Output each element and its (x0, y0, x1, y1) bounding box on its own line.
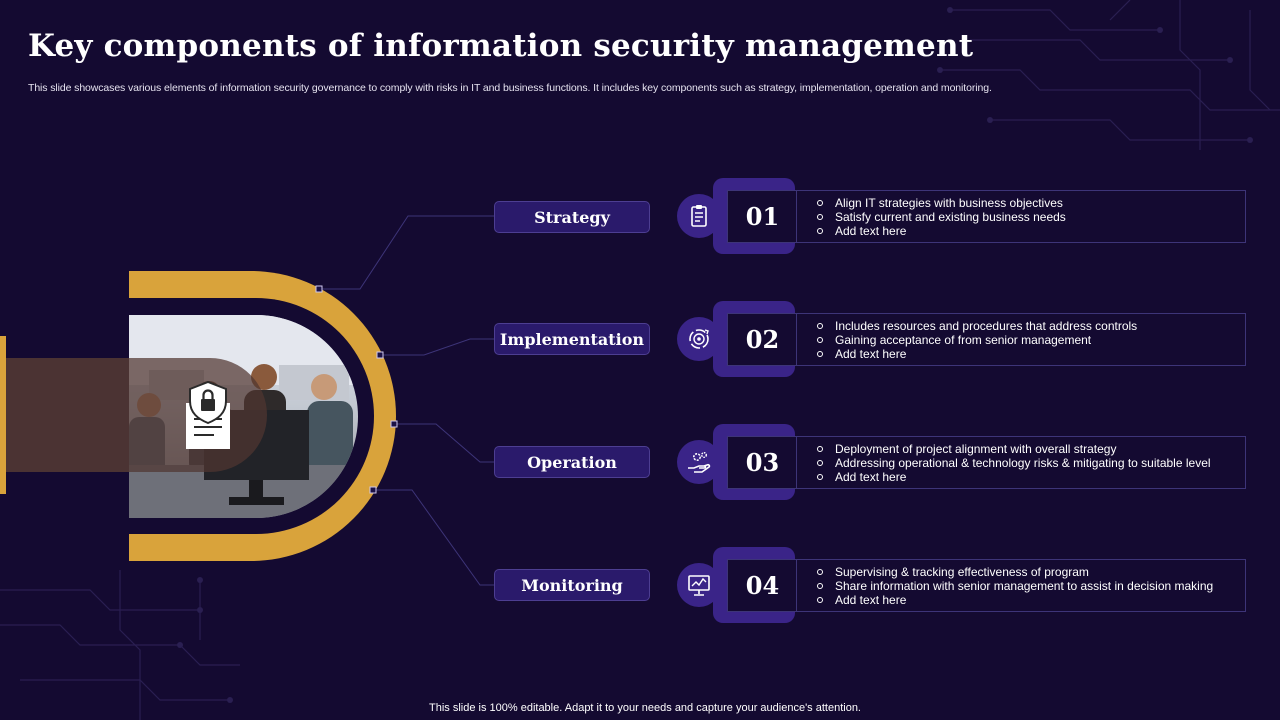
clipboard-icon (691, 205, 707, 227)
list-item: Add text here (815, 593, 1245, 607)
number-implementation: 02 (727, 313, 797, 366)
left-accent-band (6, 358, 130, 472)
number-monitoring: 04 (727, 559, 797, 612)
list-item: Add text here (815, 470, 1245, 484)
icon-circle-strategy (677, 194, 721, 238)
list-item: Align IT strategies with business object… (815, 196, 1245, 210)
icon-circle-implementation (677, 317, 721, 361)
number-operation: 03 (727, 436, 797, 489)
connector-implementation (380, 338, 494, 356)
connector-node-strategy (315, 285, 323, 293)
list-item: Supervising & tracking effectiveness of … (815, 565, 1245, 579)
list-item: Satisfy current and existing business ne… (815, 210, 1245, 224)
list-item: Deployment of project alignment with ove… (815, 442, 1245, 456)
list-item: Addressing operational & technology risk… (815, 456, 1245, 470)
footer-note: This slide is 100% editable. Adapt it to… (429, 702, 861, 714)
connector-node-monitoring (369, 486, 377, 494)
list-item: Add text here (815, 224, 1245, 238)
connector-strategy (319, 215, 494, 290)
icon-circle-monitoring (677, 563, 721, 607)
description-operation: Deployment of project alignment with ove… (796, 436, 1246, 489)
label-implementation: Implementation (494, 323, 650, 355)
description-implementation: Includes resources and procedures that a… (796, 313, 1246, 366)
page-subtitle: This slide showcases various elements of… (28, 82, 992, 94)
left-accent-bar (0, 336, 6, 494)
label-strategy: Strategy (494, 201, 650, 233)
label-monitoring: Monitoring (494, 569, 650, 601)
connector-node-operation (390, 420, 398, 428)
number-strategy: 01 (727, 190, 797, 243)
target-cycle-icon (689, 329, 709, 349)
description-monitoring: Supervising & tracking effectiveness of … (796, 559, 1246, 612)
list-item: Includes resources and procedures that a… (815, 319, 1245, 333)
hand-gear-icon (688, 451, 711, 473)
list-item: Gaining acceptance of from senior manage… (815, 333, 1245, 347)
label-operation: Operation (494, 446, 650, 478)
connector-operation (394, 423, 494, 463)
description-strategy: Align IT strategies with business object… (796, 190, 1246, 243)
monitor-chart-icon (688, 575, 710, 596)
document-lock-icon (186, 381, 230, 449)
list-item: Add text here (815, 347, 1245, 361)
list-item: Share information with senior management… (815, 579, 1245, 593)
page-title: Key components of information security m… (28, 28, 974, 64)
connector-monitoring (373, 489, 494, 586)
icon-circle-operation (677, 440, 721, 484)
connector-node-implementation (376, 351, 384, 359)
